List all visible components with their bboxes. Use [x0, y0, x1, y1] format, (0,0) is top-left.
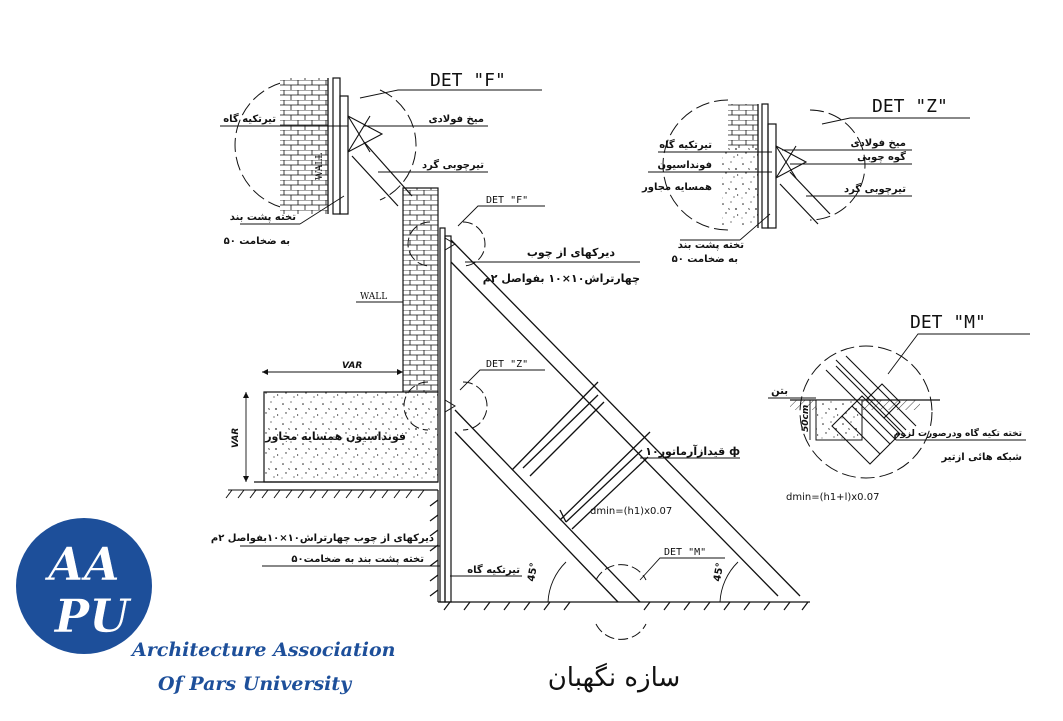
aapu-logo: AA PU Architecture Association Of Pars U…: [16, 518, 395, 695]
det-f-detail: WALL DET "F" تیرتکیه گاه میخ فولادی تیرچ…: [220, 70, 542, 247]
det-m-dim-label: 50cm: [801, 405, 811, 432]
det-z-beam-rest-label: تیرتکیه گاه: [659, 138, 712, 151]
det-z-neighbor-label: همسایه مجاور: [641, 182, 712, 193]
logo-circle: [16, 518, 152, 654]
det-m-grid-label: شبکه هائی ازتیر: [940, 452, 1022, 463]
det-z-backing-label-1: تخته پشت بند: [678, 240, 744, 251]
neighbor-foundation-label: فونداسیون همسایه مجاور: [264, 430, 406, 443]
det-f-backing-label-1: تخته پشت بند: [230, 212, 296, 223]
logo-line-2: Of Pars University: [158, 673, 353, 695]
det-z-steel-nail-label: میخ فولادی: [850, 138, 906, 149]
det-m-title: DET "M": [910, 312, 986, 333]
angle-left-label: 45°: [526, 562, 540, 583]
main-formula: dmin=(h1)x0.07: [590, 506, 672, 517]
det-f-steel-nail-label: میخ فولادی: [428, 114, 484, 125]
det-f-backing-label-2: به ضخامت ۵٠: [224, 236, 290, 247]
angle-right-label: 45°: [712, 562, 726, 583]
vertical-post: [439, 227, 452, 603]
crossbar-label: قیدازآرماتور۱۰ ф: [645, 444, 740, 458]
main-wall-label: WALL: [360, 292, 387, 302]
wood-struts-label-1: دیرکهای از چوب: [527, 246, 615, 259]
logo-monogram-bottom: PU: [53, 589, 133, 643]
det-f-title: DET "F": [430, 70, 506, 91]
det-z-detail: DET "Z" تیرتکیه گاه فونداسیون همسایه مجا…: [641, 96, 970, 265]
struts-bottom-label: دیرکهای از چوب چهارتراش۱۰×۱۰بفواصل ۲م: [211, 533, 434, 544]
raker-strut: [450, 239, 801, 603]
det-m-formula: dmin=(h1+l)x0.07: [786, 492, 879, 503]
det-m-support-board-label: تخته تکیه گاه ودرصورت لزوم: [894, 427, 1022, 439]
det-z-backing-label-2: به ضخامت ۵٠: [672, 254, 738, 265]
det-f-beam-rest-label: تیرتکیه گاه: [223, 112, 276, 125]
var-vertical-label: VAR: [231, 428, 241, 448]
brick-wall: [402, 187, 439, 393]
det-z-wedge-label: گوه چوبی: [857, 150, 906, 163]
wood-struts-label-2: چهارتراش۱۰×۱۰ بفواصل ۲م: [483, 272, 640, 285]
det-z-small-label: DET "Z": [486, 359, 528, 370]
excavation-wall: [429, 490, 810, 611]
backing-bottom-label: تخته پشت بند به ضخامت۵٠: [291, 554, 424, 565]
beam-rest-bottom-label: تیرتکیه گاه: [467, 563, 520, 576]
det-f-marker: [462, 221, 486, 267]
logo-monogram-top: AA: [44, 537, 119, 591]
det-z-foundation-label: فونداسیون: [658, 160, 713, 171]
main-section: DET "F" DET "Z" DET "M" WALL VAR VAR فون…: [211, 187, 810, 640]
det-m-small-label: DET "M": [664, 547, 706, 558]
drawing-caption: سازه نگهبان: [548, 662, 681, 693]
det-m-marker: [595, 564, 647, 640]
det-f-round-timber-label: تیرچوبی گرد: [422, 158, 484, 171]
det-z-round-timber-label: تیرچوبی گرد: [844, 182, 906, 195]
var-horizontal-label: VAR: [342, 361, 362, 371]
det-f-wall-label: WALL: [315, 153, 325, 180]
neighbor-foundation: [263, 391, 439, 483]
det-m-concrete-label: بتن: [771, 386, 788, 397]
det-z-marker: [462, 381, 488, 431]
det-z-title: DET "Z": [872, 96, 948, 117]
det-m-detail: 50cm DET "M" بتن تخته تکیه گاه ودرصورت ل…: [768, 312, 1030, 503]
ground-left: [225, 489, 438, 499]
logo-line-1: Architecture Association: [130, 639, 395, 661]
det-f-small-label: DET "F": [486, 195, 528, 206]
